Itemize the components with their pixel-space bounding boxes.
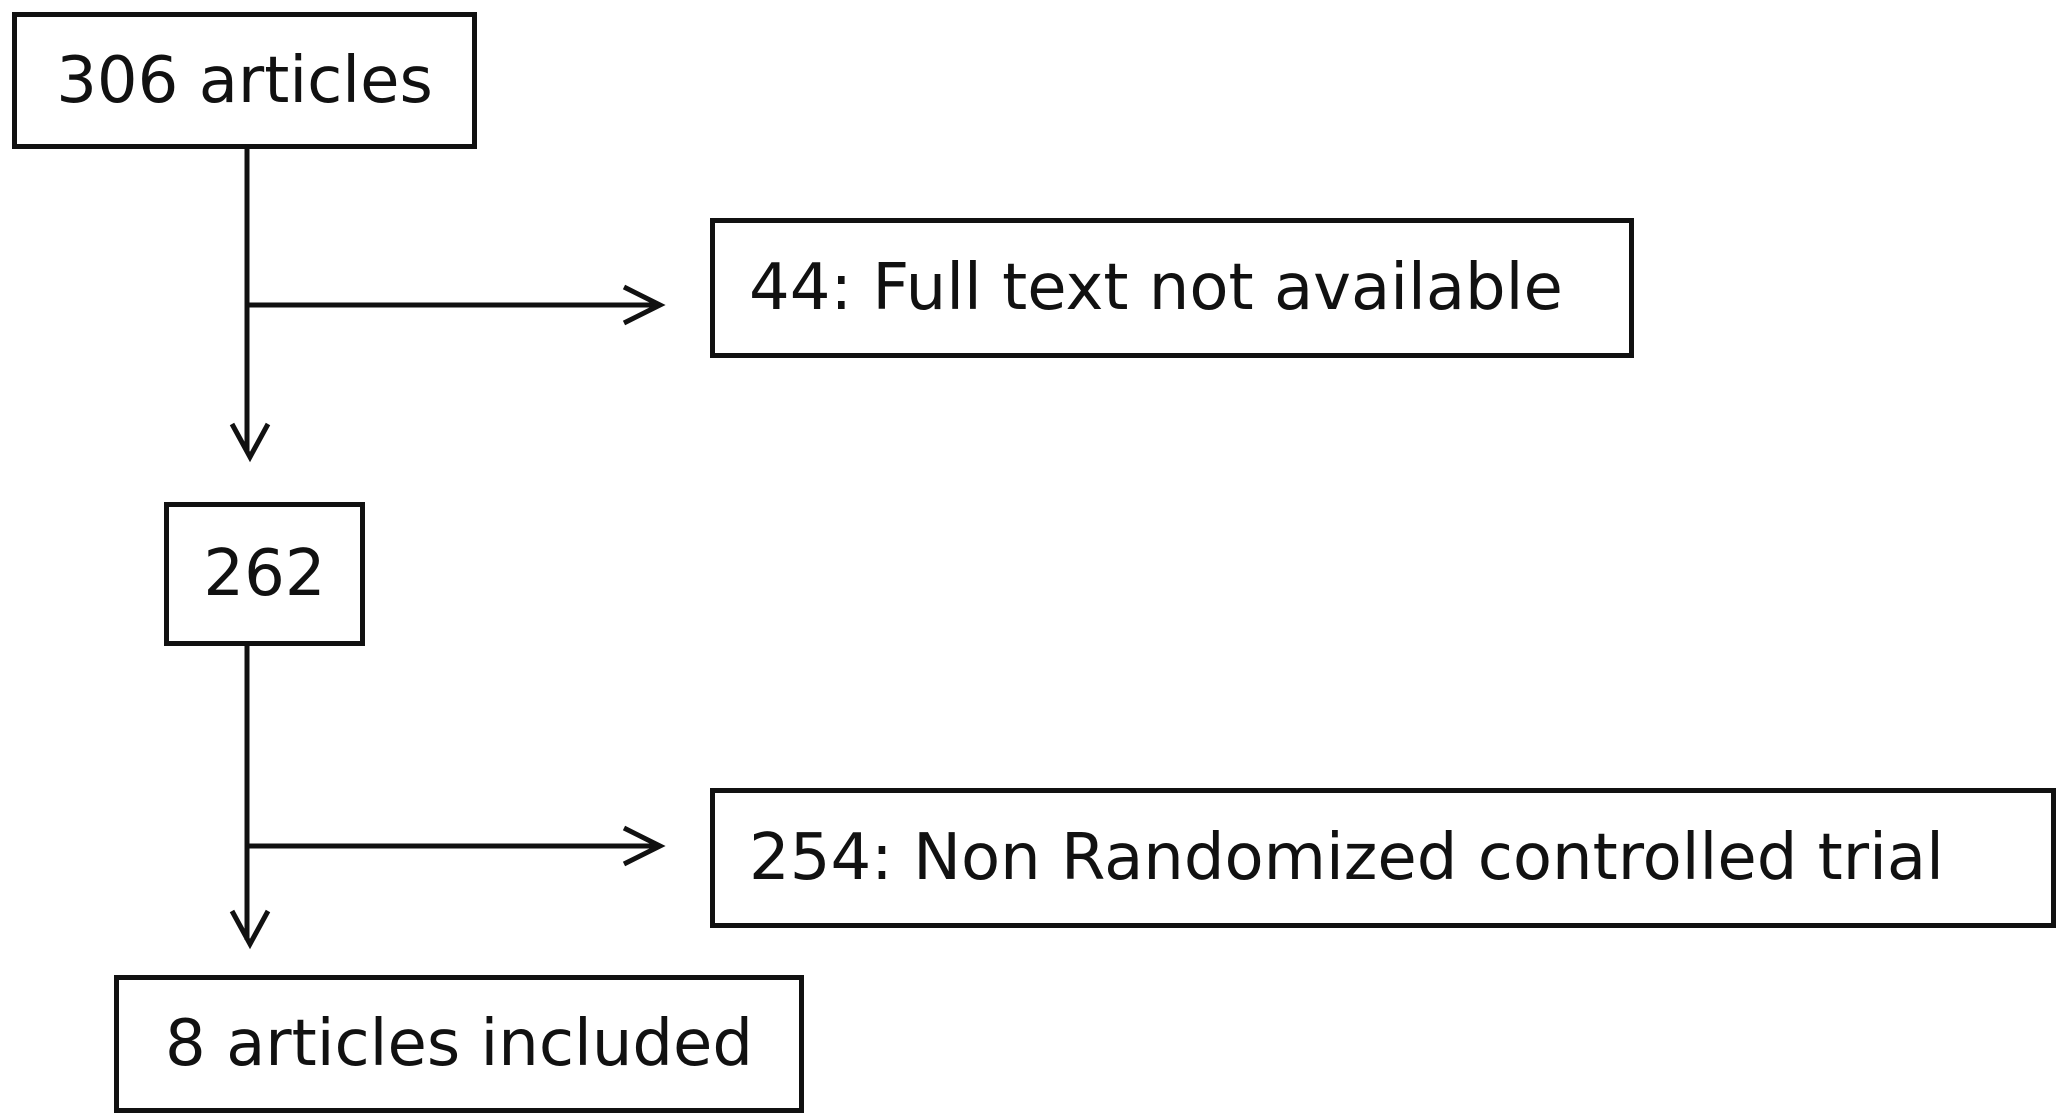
exclusion-label-non-rct: 254: Non Randomized controlled trial [749, 821, 1944, 895]
start-node: 306 articles [12, 12, 477, 149]
remaining-node-label: 262 [203, 537, 326, 611]
down-arrow-1 [229, 422, 271, 463]
remaining-node: 262 [164, 502, 365, 646]
exclusion-label-full-text: 44: Full text not available [749, 251, 1563, 325]
exclusion-node-full-text: 44: Full text not available [710, 218, 1634, 358]
included-node-label: 8 articles included [165, 1007, 753, 1081]
included-node: 8 articles included [114, 975, 804, 1113]
right-arrow-1 [622, 284, 666, 326]
exclusion-node-non-rct: 254: Non Randomized controlled trial [710, 788, 2056, 928]
right-arrow-2 [622, 825, 666, 867]
down-arrow-2 [229, 909, 271, 950]
start-node-label: 306 articles [56, 43, 433, 118]
